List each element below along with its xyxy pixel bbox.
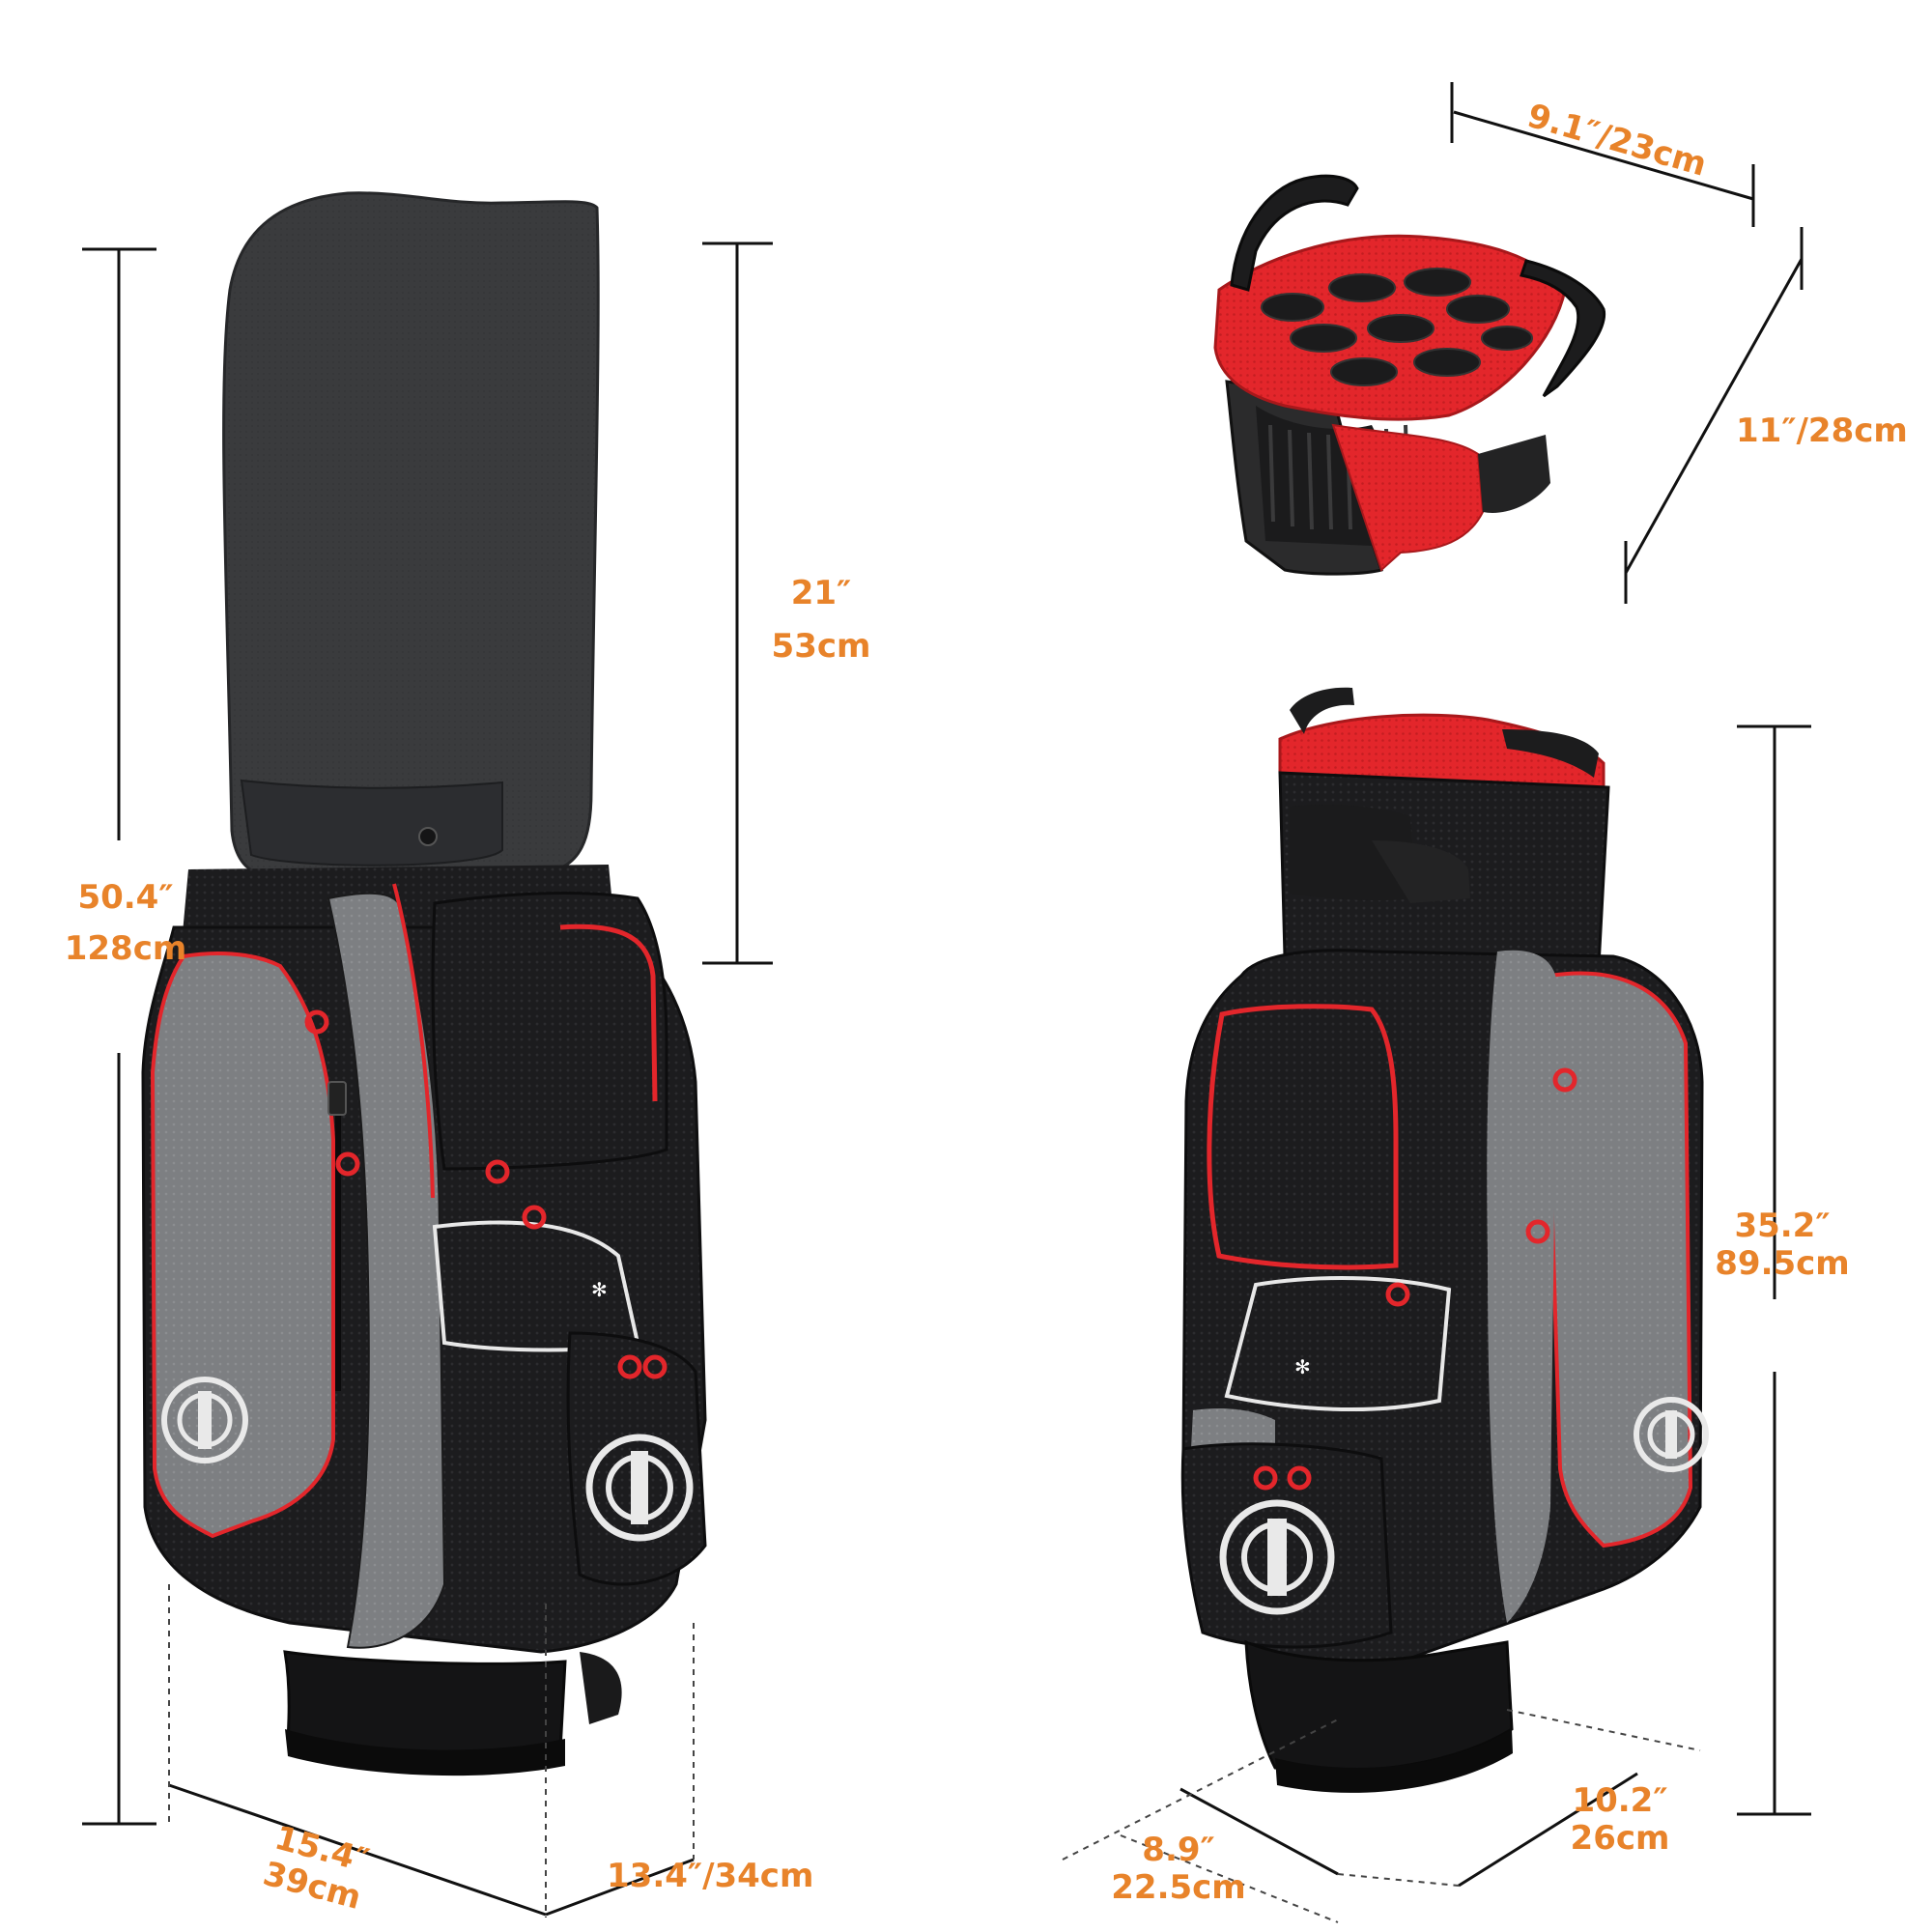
rain-hood: [222, 191, 600, 876]
snowflake-icon: ✻: [591, 1278, 608, 1301]
front-base-width-label: 8.9″ 22.5cm: [1111, 1831, 1246, 1908]
front-height-inches: 35.2″: [1734, 1207, 1831, 1245]
brand-emblem-icon: [161, 1377, 248, 1463]
front-height-label: 35.2″ 89.5cm: [1710, 1207, 1855, 1284]
brand-emblem-icon: [1634, 1397, 1709, 1472]
dimension-lines: [82, 82, 1811, 1917]
front-view-bag: ✻: [1180, 687, 1709, 1793]
front-base-depth-label: 10.2″ 26cm: [1557, 1781, 1683, 1859]
top-divider-view: [1213, 174, 1606, 576]
divider-depth-label: 11″/28cm: [1736, 412, 1908, 450]
snowflake-icon: ✻: [1294, 1355, 1311, 1378]
hood-height-label: 21″ 53cm: [763, 574, 879, 667]
front-base-depth-inches: 10.2″: [1572, 1781, 1668, 1820]
brand-emblem-icon: [585, 1434, 694, 1542]
side-height-label: 50.4″ 128cm: [58, 878, 193, 969]
side-base-depth-label: 13.4″/34cm: [607, 1857, 814, 1895]
brand-emblem-icon: [1219, 1499, 1335, 1615]
front-base-width-cm: 22.5cm: [1111, 1868, 1246, 1908]
hood-height-inches: 21″: [790, 574, 852, 612]
side-view-bag: ✻: [141, 191, 707, 1776]
front-base-depth-cm: 26cm: [1570, 1819, 1670, 1859]
front-base-width-inches: 8.9″: [1142, 1831, 1215, 1869]
front-height-cm: 89.5cm: [1715, 1244, 1850, 1284]
hood-height-cm: 53cm: [771, 627, 871, 667]
side-height-cm: 128cm: [64, 929, 187, 969]
side-height-inches: 50.4″: [77, 878, 174, 917]
